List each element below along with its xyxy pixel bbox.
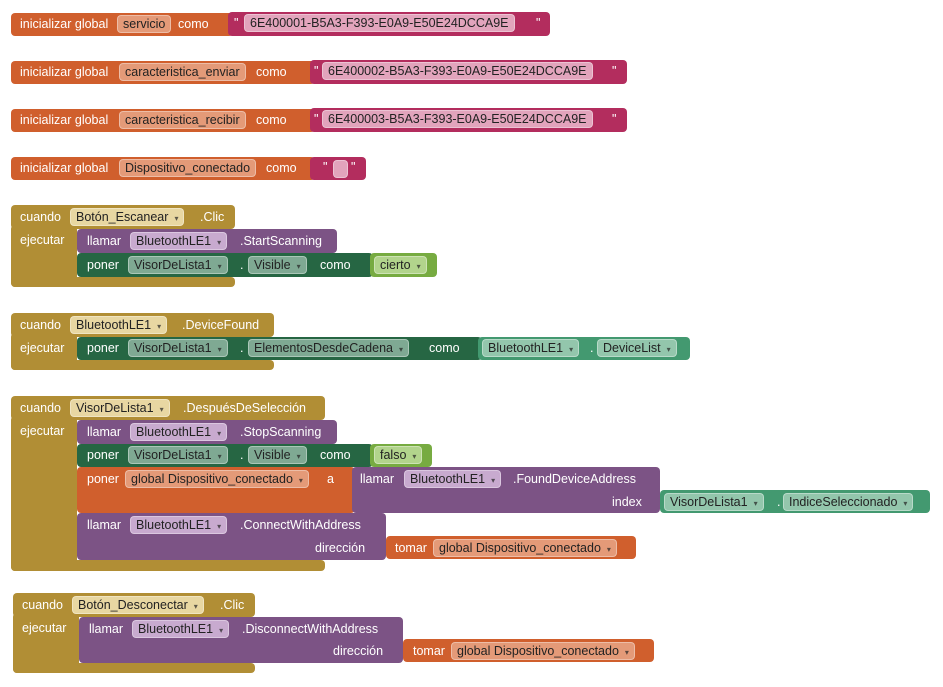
quote: " bbox=[612, 64, 617, 78]
dot: . bbox=[590, 341, 594, 355]
event-name: .Clic bbox=[220, 598, 245, 612]
component-dropdown[interactable]: VisorDeLista1▾ bbox=[664, 493, 764, 511]
property-dropdown[interactable]: ElementosDesdeCadena▾ bbox=[248, 339, 409, 357]
como-label: como bbox=[429, 341, 460, 355]
cuando-label: cuando bbox=[20, 401, 62, 415]
string-value-empty[interactable] bbox=[333, 160, 348, 178]
component-dropdown[interactable]: BluetoothLE1▾ bbox=[130, 423, 228, 441]
ejecutar-label: ejecutar bbox=[20, 424, 65, 438]
como-label: como bbox=[320, 258, 351, 272]
property-dropdown[interactable]: IndiceSeleccionado▾ bbox=[783, 493, 914, 511]
boolean-dropdown[interactable]: falso▾ bbox=[374, 446, 423, 464]
como-label: como bbox=[256, 113, 287, 127]
quote: " bbox=[612, 112, 617, 126]
poner-label: poner bbox=[87, 258, 119, 272]
string-value[interactable]: 6E400002-B5A3-F393-E0A9-E50E24DCCA9E bbox=[322, 62, 593, 80]
direccion-label: dirección bbox=[315, 541, 366, 555]
component-dropdown[interactable]: VisorDeLista1▾ bbox=[128, 446, 228, 464]
ejecutar-label: ejecutar bbox=[22, 621, 67, 635]
event-name: .DeviceFound bbox=[182, 318, 260, 332]
init-label: inicializar global bbox=[20, 113, 109, 127]
dot: . bbox=[240, 341, 244, 355]
global-name-field[interactable]: servicio bbox=[117, 15, 172, 33]
llamar-label: llamar bbox=[89, 622, 124, 636]
llamar-label: llamar bbox=[87, 234, 122, 248]
dot: . bbox=[240, 448, 244, 462]
poner-label: poner bbox=[87, 341, 119, 355]
component-dropdown[interactable]: BluetoothLE1▾ bbox=[132, 620, 230, 638]
poner-label: poner bbox=[87, 472, 119, 486]
property-dropdown[interactable]: Visible▾ bbox=[248, 446, 307, 464]
cuando-label: cuando bbox=[22, 598, 64, 612]
event-name: .DespuésDeSelección bbox=[183, 401, 306, 415]
property-dropdown[interactable]: DeviceList▾ bbox=[597, 339, 677, 357]
index-label: index bbox=[612, 495, 642, 509]
init-label: inicializar global bbox=[20, 161, 109, 175]
dot: . bbox=[777, 495, 781, 509]
method-name: .ConnectWithAddress bbox=[240, 518, 361, 532]
event-footer bbox=[13, 663, 255, 673]
method-name: .DisconnectWithAddress bbox=[242, 622, 379, 636]
event-footer bbox=[11, 560, 325, 571]
llamar-label: llamar bbox=[87, 518, 122, 532]
method-name: .FoundDeviceAddress bbox=[513, 472, 636, 486]
component-dropdown[interactable]: VisorDeLista1▾ bbox=[128, 339, 228, 357]
llamar-label: llamar bbox=[360, 472, 395, 486]
component-dropdown[interactable]: BluetoothLE1▾ bbox=[130, 232, 228, 250]
component-dropdown[interactable]: Botón_Escanear▾ bbox=[70, 208, 185, 226]
como-label: como bbox=[266, 161, 297, 175]
event-footer bbox=[11, 360, 274, 370]
llamar-label: llamar bbox=[87, 425, 122, 439]
method-name: .StartScanning bbox=[240, 234, 322, 248]
component-dropdown[interactable]: VisorDeLista1▾ bbox=[128, 256, 228, 274]
variable-dropdown[interactable]: global Dispositivo_conectado▾ bbox=[433, 539, 617, 557]
tomar-label: tomar bbox=[395, 541, 427, 555]
property-dropdown[interactable]: Visible▾ bbox=[248, 256, 307, 274]
quote: " bbox=[314, 112, 319, 126]
component-dropdown[interactable]: Botón_Desconectar▾ bbox=[72, 596, 204, 614]
event-footer bbox=[11, 277, 235, 287]
event-body bbox=[11, 225, 77, 287]
event-body bbox=[11, 416, 77, 571]
como-label: como bbox=[256, 65, 287, 79]
component-dropdown[interactable]: BluetoothLE1▾ bbox=[70, 316, 168, 334]
init-label: inicializar global bbox=[20, 17, 109, 31]
global-name-field[interactable]: caracteristica_enviar bbox=[119, 63, 246, 81]
poner-label: poner bbox=[87, 448, 119, 462]
component-dropdown[interactable]: BluetoothLE1▾ bbox=[482, 339, 580, 357]
como-label: como bbox=[178, 17, 209, 31]
string-value[interactable]: 6E400003-B5A3-F393-E0A9-E50E24DCCA9E bbox=[322, 110, 593, 128]
global-name-field[interactable]: Dispositivo_conectado bbox=[119, 159, 257, 177]
variable-dropdown[interactable]: global Dispositivo_conectado▾ bbox=[451, 642, 635, 660]
ejecutar-label: ejecutar bbox=[20, 341, 65, 355]
quote: " bbox=[536, 16, 541, 30]
boolean-dropdown[interactable]: cierto▾ bbox=[374, 256, 427, 274]
cuando-label: cuando bbox=[20, 318, 62, 332]
call-connectwithaddress[interactable] bbox=[77, 513, 386, 560]
string-value[interactable]: 6E400001-B5A3-F393-E0A9-E50E24DCCA9E bbox=[244, 14, 515, 32]
tomar-label: tomar bbox=[413, 644, 445, 658]
component-dropdown[interactable]: BluetoothLE1▾ bbox=[404, 470, 502, 488]
variable-dropdown[interactable]: global Dispositivo_conectado▾ bbox=[125, 470, 309, 488]
init-label: inicializar global bbox=[20, 65, 109, 79]
cuando-label: cuando bbox=[20, 210, 62, 224]
direccion-label: dirección bbox=[333, 644, 384, 658]
ejecutar-label: ejecutar bbox=[20, 233, 65, 247]
global-name-field[interactable]: caracteristica_recibir bbox=[119, 111, 246, 129]
quote: " bbox=[323, 160, 328, 174]
component-dropdown[interactable]: BluetoothLE1▾ bbox=[130, 516, 228, 534]
component-dropdown[interactable]: VisorDeLista1▾ bbox=[70, 399, 170, 417]
quote: " bbox=[234, 16, 239, 30]
method-name: .StopScanning bbox=[240, 425, 322, 439]
a-label: a bbox=[327, 472, 334, 486]
como-label: como bbox=[320, 448, 351, 462]
quote: " bbox=[351, 160, 356, 174]
quote: " bbox=[314, 64, 319, 78]
call-founddeviceaddress[interactable] bbox=[352, 467, 660, 513]
dot: . bbox=[240, 258, 244, 272]
event-name: .Clic bbox=[200, 210, 225, 224]
